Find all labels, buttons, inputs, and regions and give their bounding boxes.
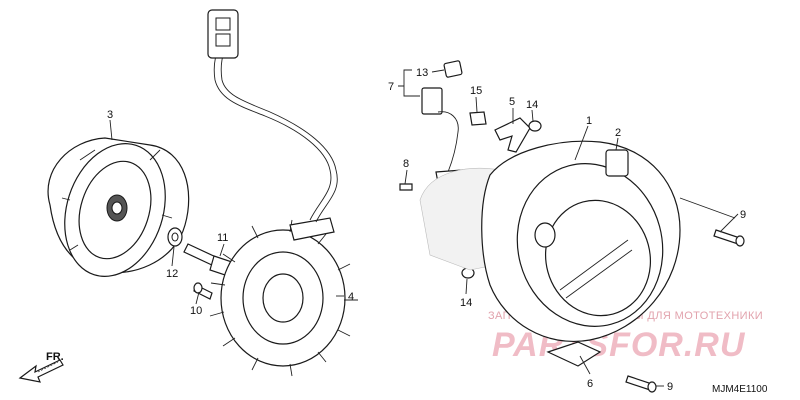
bracket-and-dowels	[461, 117, 542, 279]
callout-9-upper: 9	[740, 209, 746, 221]
flywheel-rotor	[47, 137, 190, 277]
callout-11: 11	[217, 232, 228, 244]
callout-10: 10	[190, 305, 202, 317]
callout-5: 5	[509, 96, 515, 108]
diagram-code: MJM4E1100	[712, 384, 768, 395]
callout-14-lower: 14	[460, 297, 472, 309]
generator-cover	[419, 140, 681, 342]
small-bolt	[193, 282, 213, 300]
watermark-logo: PARTSFOR.RU	[492, 326, 746, 364]
front-arrow-icon	[18, 359, 64, 383]
callout-2: 2	[615, 127, 621, 139]
stator-assembly	[207, 9, 358, 377]
callout-3: 3	[107, 109, 113, 121]
washer	[167, 227, 183, 247]
front-direction-label: FR.	[46, 351, 64, 363]
callout-9-lower: 9	[667, 381, 673, 393]
callout-8: 8	[403, 158, 409, 170]
callout-15: 15	[470, 85, 482, 97]
callout-6: 6	[587, 378, 593, 390]
callout-13: 13	[416, 67, 428, 79]
callout-4: 4	[348, 291, 354, 303]
callout-14-upper: 14	[526, 99, 538, 111]
cover-bolts	[546, 229, 745, 393]
front-direction-indicator: FR.	[18, 351, 64, 383]
callout-labels: 3 1 2 4 5 6 7 8 9 9 10 11 12 13 14 14 15	[107, 67, 746, 393]
leader-lines	[109, 69, 739, 387]
flywheel-bolt	[183, 243, 233, 277]
callout-1: 1	[586, 115, 592, 127]
callout-12: 12	[166, 268, 178, 280]
callout-7: 7	[388, 81, 394, 93]
